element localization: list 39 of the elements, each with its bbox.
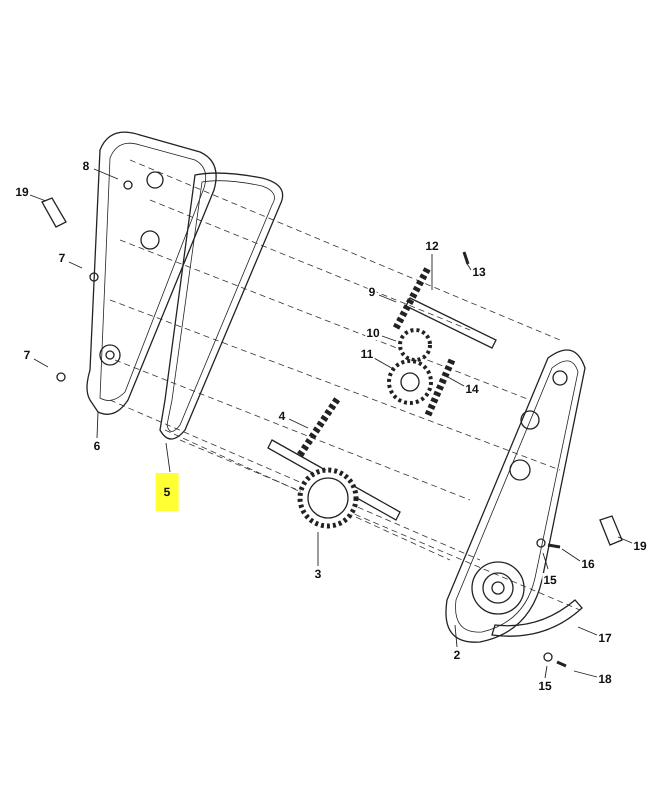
leader-line (378, 294, 396, 302)
callout-number: 8 (82, 159, 90, 173)
callout-number: 9 (368, 285, 376, 299)
callout-number: 7 (58, 251, 66, 265)
leader-line (30, 194, 46, 202)
callout-number: 7 (22, 348, 32, 362)
callout-number: 11 (360, 347, 374, 361)
leader-line (96, 412, 98, 438)
callout-number: 15 (542, 573, 558, 587)
callout-number: 5 (156, 473, 178, 511)
leader-line (562, 548, 580, 562)
callout-number: 3 (314, 567, 322, 581)
callout-number: 12 (424, 239, 440, 253)
leader-line (618, 536, 632, 544)
callout-number: 14 (464, 382, 480, 396)
leader-line (574, 670, 598, 678)
callout-number: 13 (471, 265, 487, 279)
callout-number: 16 (580, 557, 596, 571)
leader-line (382, 336, 396, 342)
leader-line (446, 376, 464, 386)
leader-line (542, 552, 548, 570)
leader-line (578, 626, 598, 636)
leader-line (34, 358, 48, 368)
callout-number: 6 (92, 439, 102, 453)
callout-number: 10 (365, 326, 381, 340)
leader-line (288, 418, 308, 428)
callout-number: 18 (597, 672, 613, 686)
callout-number: 4 (278, 409, 286, 423)
leader-line (68, 262, 82, 268)
leader-line (166, 442, 170, 472)
callout-number: 2 (452, 648, 462, 662)
callout-number: 19 (632, 539, 648, 553)
leader-line (94, 168, 118, 180)
callout-number: 17 (597, 631, 613, 645)
callout-number: 15 (537, 679, 553, 693)
leader-line (466, 262, 472, 270)
leader-line (544, 666, 548, 678)
leader-line (454, 624, 458, 648)
callout-number: 19 (14, 185, 30, 199)
